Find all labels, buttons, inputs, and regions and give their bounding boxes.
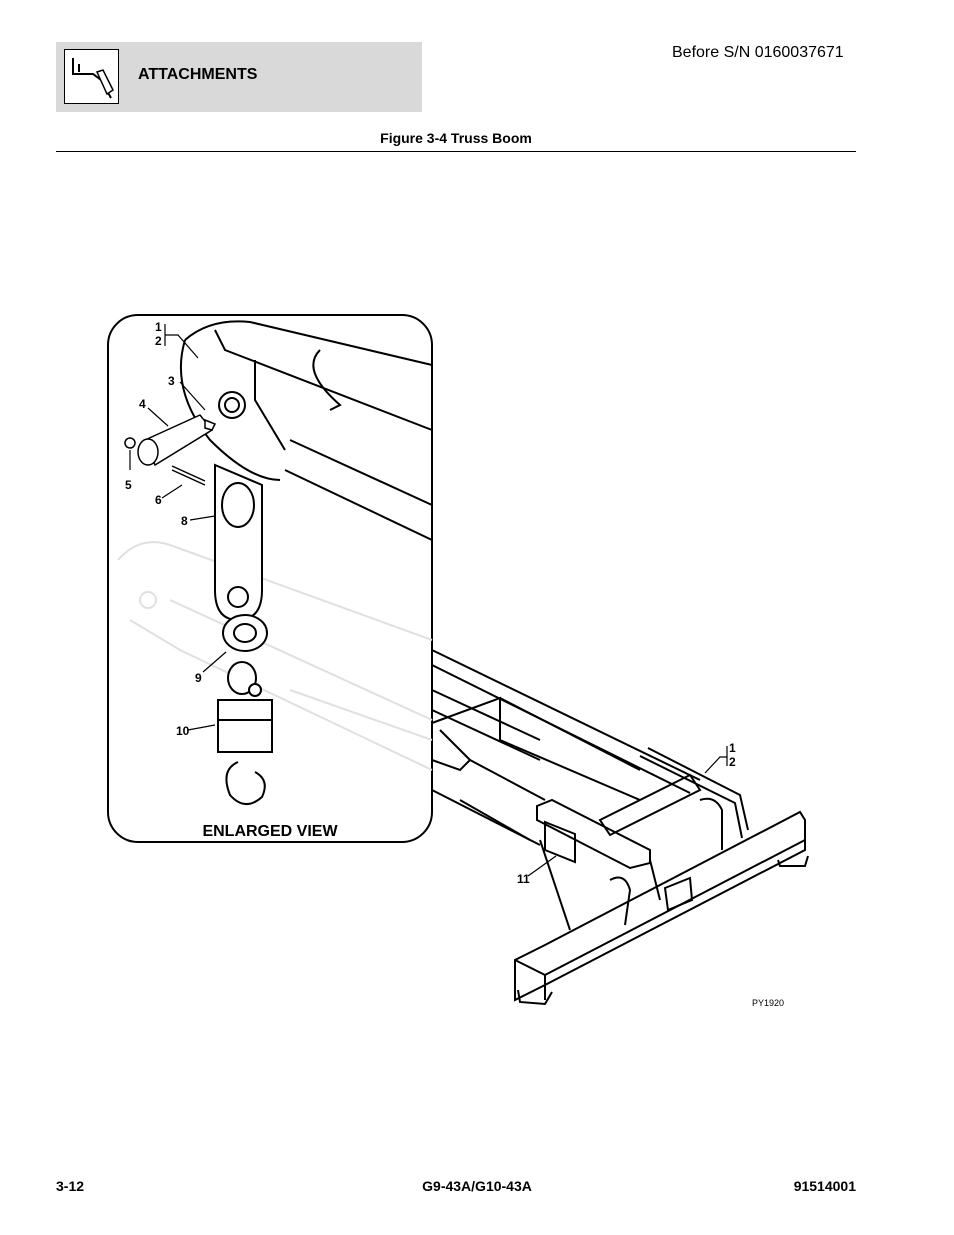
callout-1-inset: 1 [155, 320, 162, 334]
callout-2-main: 2 [729, 755, 736, 769]
link-plate [214, 463, 263, 622]
callout-leaders [129, 324, 728, 877]
callout-5: 5 [125, 478, 132, 492]
callout-8: 8 [181, 514, 188, 528]
section-header: ATTACHMENTS [56, 42, 422, 112]
callout-6: 6 [155, 493, 162, 507]
callout-1-main: 1 [729, 741, 736, 755]
image-code: PY1920 [752, 998, 784, 1008]
callout-3: 3 [168, 374, 175, 388]
page-number: 3-12 [56, 1178, 85, 1194]
callout-10: 10 [176, 724, 190, 738]
callout-11: 11 [517, 872, 530, 886]
callout-2-inset: 2 [155, 334, 162, 348]
shackle-and-hook [217, 614, 273, 805]
enlarged-ghost [117, 541, 433, 771]
pin-assembly [124, 414, 217, 486]
callout-4: 4 [139, 397, 146, 411]
header-rule [56, 151, 856, 152]
manual-part-number: 91514001 [793, 1178, 856, 1194]
figure-title: Figure 3-4 Truss Boom [380, 130, 532, 146]
section-title: ATTACHMENTS [138, 66, 258, 83]
boom-frame [431, 649, 809, 1006]
model-number: G9-43A/G10-43A [422, 1178, 532, 1194]
serial-note: Before S/N 0160037671 [672, 44, 844, 61]
callout-9: 9 [195, 671, 202, 685]
enlarged-boom-head [179, 320, 433, 541]
enlarged-view-frame [107, 314, 433, 843]
enlarged-view-label: ENLARGED VIEW [202, 823, 338, 840]
wrench-icon [64, 49, 119, 104]
